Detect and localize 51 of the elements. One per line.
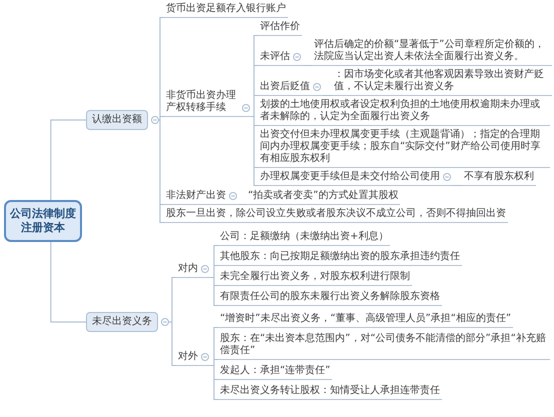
subtopic: 未尽出资义务转让股权：知情受让人承担连带责任 bbox=[218, 384, 442, 400]
connector-line bbox=[50, 242, 86, 322]
connector-line bbox=[210, 265, 218, 278]
subtopic bbox=[176, 350, 211, 366]
connector-line bbox=[168, 277, 176, 322]
subtopic: 公司：足额缴纳（未缴纳出资+利息） bbox=[218, 230, 390, 246]
subtopic bbox=[258, 50, 303, 66]
topic-text: 对内 bbox=[178, 263, 198, 275]
subtopic: 股东一旦出资，除公司设立失败或者股东决议不成立公司，否则不得抽回出资 bbox=[164, 207, 508, 223]
subtopic: 货币出资足额存入银行账户 bbox=[164, 2, 288, 18]
subtopic: 评估后确定的价额“显著低于”公司章程所定价额的，法院应当认定出资人未依法全面履行出资义务。 bbox=[312, 38, 552, 66]
connector-line bbox=[302, 65, 312, 66]
connector-line bbox=[210, 365, 218, 400]
connector-line bbox=[50, 120, 86, 200]
subtopic: ：因市场变化或者其他客观因素导致出资财产贬值，不认定未履行出资义务 bbox=[332, 68, 552, 96]
central-topic bbox=[4, 200, 82, 242]
connector-line bbox=[252, 116, 258, 186]
topic-text: 对外 bbox=[178, 351, 198, 363]
subtopic: 出资交付但未办理权属变更手续（主观题背诵）；指定的合理期间内办理权属变更手续；股东自“实际交付”财产给公司使用时享有相应股东权利 bbox=[258, 128, 550, 168]
subtopic: 发起人：承担“连带责任” bbox=[218, 364, 332, 380]
main-topic: 认缴出资额 bbox=[86, 110, 148, 130]
subtopic: 有限责任公司的股东未履行出资义务解除股东资格 bbox=[218, 290, 442, 306]
connector-line bbox=[210, 359, 218, 366]
topic-text: 办理权属变更手续但是未交付给公司使用 bbox=[260, 171, 440, 183]
topic-title: 公司法律制度 bbox=[9, 207, 77, 221]
subtopic bbox=[258, 80, 323, 96]
subtopic: 其他股东：向已按期足额缴纳出资的股东承担违约责任 bbox=[218, 250, 462, 266]
subtopic bbox=[258, 170, 453, 186]
connector-line bbox=[322, 95, 332, 96]
connector-line bbox=[252, 95, 258, 117]
topic-text: 非法财产出资 bbox=[166, 190, 226, 202]
subtopic bbox=[164, 89, 252, 117]
subtopic: 未完全履行出资义务，对股东权利进行限制 bbox=[218, 270, 412, 286]
subtopic: “拍卖或者变卖”的方式处置其股权 bbox=[246, 189, 400, 205]
connector-line bbox=[452, 185, 462, 186]
subtopic: 划拨的土地使用权或者设定权利负担的土地使用权逾期未办理或者未解除的，认定为全面履行出资义务 bbox=[258, 98, 550, 126]
connector-line bbox=[210, 277, 218, 306]
subtopic: 股东：在“未出资本息范围内”，对“公司债务不能清偿的部分”承担“补充赔偿责任” bbox=[218, 332, 550, 360]
topic-text: 未评估 bbox=[260, 51, 290, 63]
subtopic bbox=[164, 189, 239, 205]
connector-line bbox=[168, 322, 176, 366]
main-topic: 未尽出资义务 bbox=[86, 312, 158, 332]
topic-text: 非货币出资办理产权转移手续 bbox=[166, 90, 237, 114]
connector-line bbox=[158, 120, 164, 223]
subtopic bbox=[176, 262, 211, 278]
connector-line bbox=[238, 204, 246, 205]
subtopic: 评估作价 bbox=[258, 20, 302, 36]
subtopic: “增资时”未尽出资义务，“董事、高级管理人员”承担“相应的责任” bbox=[218, 312, 514, 328]
topic-subtitle: 注册资本 bbox=[20, 221, 66, 235]
topic-text: 出资后贬值 bbox=[260, 81, 310, 93]
subtopic: 不享有股东权利 bbox=[462, 170, 536, 186]
